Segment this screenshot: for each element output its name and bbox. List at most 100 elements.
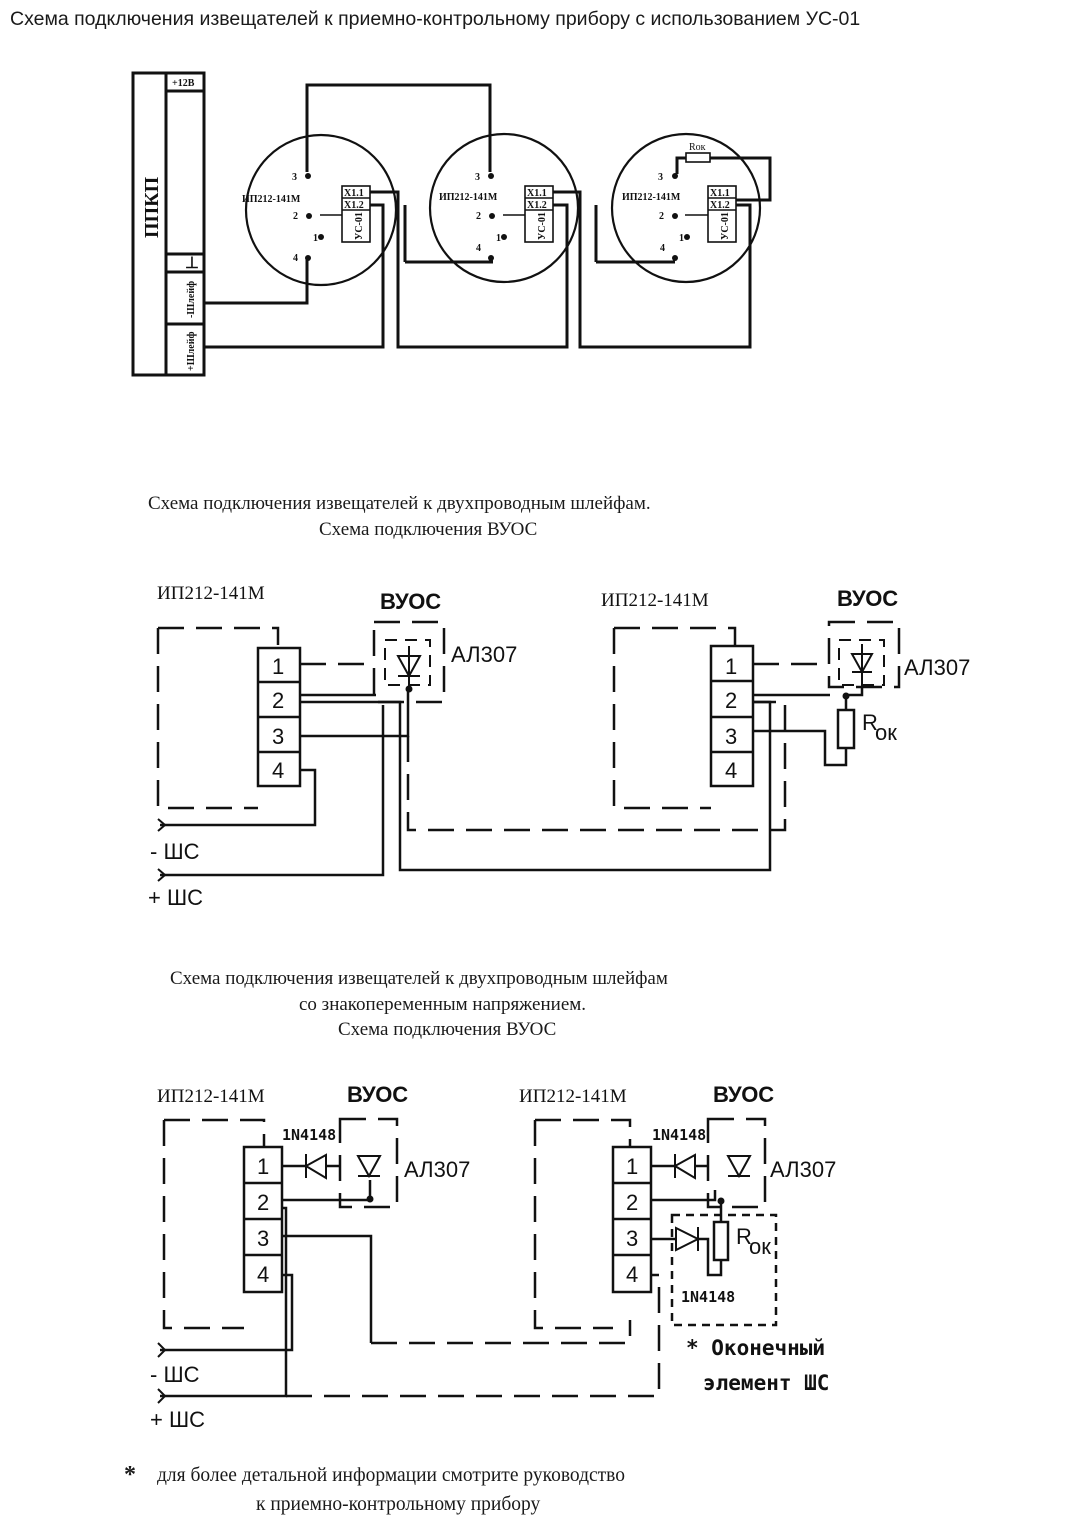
svg-text:1: 1: [626, 1154, 638, 1179]
mid-led-2-label: АЛ307: [904, 655, 970, 680]
us01-block-2: [524, 185, 554, 243]
bot-detector-1-model: ИП212-141М: [157, 1086, 265, 1107]
svg-text:3: 3: [626, 1226, 638, 1251]
bot-led-1-label: АЛ307: [404, 1157, 470, 1182]
resistor-rok-top: [685, 152, 711, 163]
svg-text:3: 3: [257, 1226, 269, 1251]
detector-3-model: ИП212-141М: [622, 192, 681, 203]
detector-circle-2: [428, 132, 580, 284]
detector-circle-3: [610, 132, 762, 284]
power-label: +12В: [172, 78, 195, 89]
mid-title-line1: Схема подключения извещателей к двухпров…: [148, 493, 651, 514]
bot-vuos-1: [338, 1117, 399, 1209]
mid-detector-2-model: ИП212-141М: [601, 590, 709, 611]
mid-detector-outline-2: [612, 626, 737, 810]
end-element-line1: * Оконечный: [686, 1336, 825, 1360]
bot-title-line1: Схема подключения извещателей к двухпров…: [170, 968, 668, 989]
bot-vuos-1-label: ВУОС: [347, 1082, 408, 1107]
svg-text:УС-01: УС-01: [720, 212, 731, 240]
us01-block-3: [707, 185, 737, 243]
mid-resistor-sub: ок: [875, 720, 897, 745]
plus-loop-label: +Шлейф: [186, 332, 197, 371]
svg-text:3: 3: [272, 724, 284, 749]
svg-text:X1.2: X1.2: [710, 200, 730, 211]
bot-detector-outline-2: [533, 1118, 632, 1330]
bot-led-2-label: АЛ307: [770, 1157, 836, 1182]
bot-diode-2-label: 1N4148: [652, 1126, 706, 1144]
mid-resistor: [836, 708, 856, 750]
svg-text:1: 1: [725, 654, 737, 679]
svg-text:3: 3: [658, 172, 663, 183]
bot-end-element-box: [670, 1213, 778, 1327]
svg-text:4: 4: [293, 253, 298, 264]
bot-resistor: [712, 1220, 730, 1262]
mid-plus-ws: + ШС: [148, 885, 203, 910]
detector-1-model: ИП212-141М: [242, 194, 301, 205]
svg-text:X1.1: X1.1: [527, 188, 547, 199]
svg-text:2: 2: [272, 688, 284, 713]
mid-led-icons: [396, 644, 874, 690]
mid-detector-outline-1: [156, 626, 280, 810]
mid-title-line2: Схема подключения ВУОС: [319, 519, 538, 540]
panel-label: ППКП: [141, 176, 163, 238]
top-diagram: +12В ⊥ ППКП -Шлейф +Шлейф ИП212-141М 3 2…: [131, 71, 772, 377]
bot-resistor-sub: ок: [749, 1234, 771, 1259]
top-title: Схема подключения извещателей к приемно-…: [10, 8, 861, 30]
svg-text:4: 4: [660, 243, 665, 254]
svg-text:X1.1: X1.1: [710, 188, 730, 199]
svg-text:4: 4: [476, 243, 481, 254]
bot-diagram: ИП212-141М ИП212-141М ВУОС ВУОС 1N4148 1…: [150, 1082, 836, 1432]
svg-text:4: 4: [257, 1262, 269, 1287]
panel-box: [131, 71, 206, 377]
mid-vuos-1-label: ВУОС: [380, 589, 441, 614]
mid-diagram: ИП212-141М ИП212-141М ВУОС ВУОС АЛ307 АЛ…: [148, 583, 970, 910]
bot-pins-2: 1 2 3 4: [626, 1154, 638, 1287]
svg-text:3: 3: [725, 724, 737, 749]
mid-led-1-label: АЛ307: [451, 642, 517, 667]
footnote-line2: к приемно-контрольному прибору: [256, 1494, 541, 1515]
svg-text:2: 2: [476, 211, 481, 222]
svg-text:4: 4: [626, 1262, 638, 1287]
resistor-rok-label: Rок: [689, 142, 706, 153]
mid-vuos-2: [827, 620, 901, 689]
svg-text:4: 4: [725, 758, 737, 783]
svg-text:1: 1: [679, 233, 684, 244]
ground-icon: ⊥: [185, 255, 199, 272]
end-element-line2: элемент ШС: [703, 1371, 829, 1395]
svg-text:2: 2: [626, 1190, 638, 1215]
bot-pins-1: 1 2 3 4: [257, 1154, 269, 1287]
bot-title-line3: Схема подключения ВУОС: [338, 1019, 557, 1040]
svg-text:1: 1: [272, 654, 284, 679]
svg-text:3: 3: [475, 172, 480, 183]
bot-detector-2-model: ИП212-141М: [519, 1086, 627, 1107]
mid-minus-ws: - ШС: [150, 839, 200, 864]
detector-circle-1: [244, 133, 398, 287]
bot-diode-1-label: 1N4148: [282, 1126, 336, 1144]
svg-text:УС-01: УС-01: [537, 212, 548, 240]
bot-minus-ws: - ШС: [150, 1362, 200, 1387]
mid-detector-1-model: ИП212-141М: [157, 583, 265, 604]
footnote-star: *: [124, 1462, 136, 1488]
svg-text:1: 1: [313, 233, 318, 244]
bot-diode-icons: [303, 1153, 752, 1252]
svg-text:X1.2: X1.2: [527, 200, 547, 211]
bot-detector-outline-1: [162, 1118, 266, 1330]
svg-text:2: 2: [293, 211, 298, 222]
svg-text:3: 3: [292, 172, 297, 183]
bot-diode-3-label: 1N4148: [681, 1288, 735, 1306]
svg-text:1: 1: [496, 233, 501, 244]
svg-text:УС-01: УС-01: [354, 212, 365, 240]
minus-loop-label: -Шлейф: [186, 281, 197, 318]
bot-vuos-2: [706, 1117, 767, 1209]
detector-2-model: ИП212-141М: [439, 192, 498, 203]
svg-text:2: 2: [725, 688, 737, 713]
mid-pins-1: 1 2 3 4: [272, 654, 284, 783]
svg-text:2: 2: [659, 211, 664, 222]
mid-vuos-2-label: ВУОС: [837, 586, 898, 611]
bot-resistor-r: R: [736, 1224, 752, 1249]
bot-title-line2: со знакопеременным напряжением.: [299, 994, 587, 1015]
svg-text:2: 2: [257, 1190, 269, 1215]
us01-block-1: [341, 185, 371, 243]
footnote-line1: для более детальной информации смотрите …: [157, 1465, 626, 1486]
